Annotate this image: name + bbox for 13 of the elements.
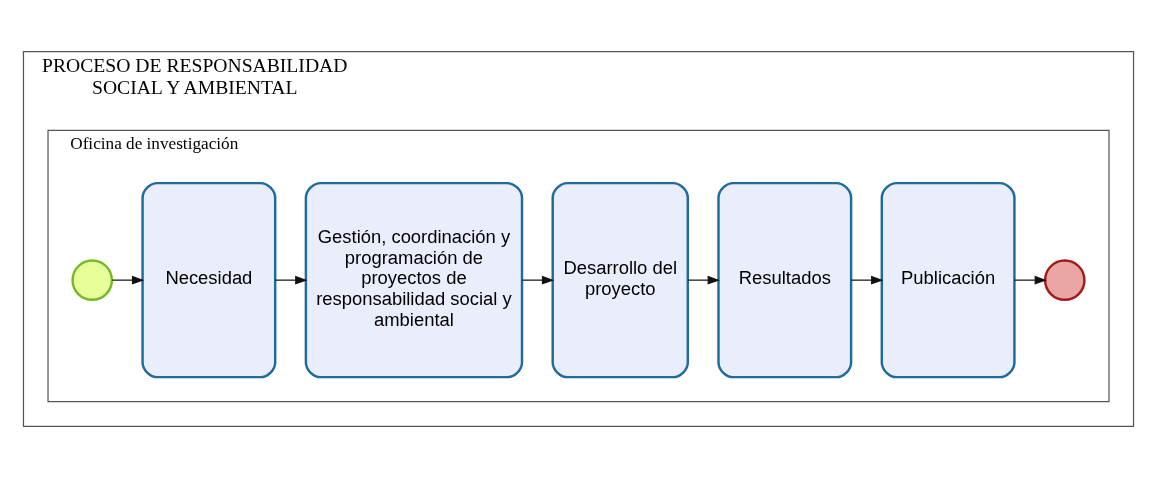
- node-box: Desarrollo del proyecto: [551, 181, 689, 378]
- node-circle: [71, 258, 114, 301]
- arrow: [274, 275, 308, 284]
- node-circle: [1043, 258, 1086, 301]
- node-box: Resultados: [717, 181, 853, 378]
- node-box: Gestión, coordinación y programación de proyectos de responsabilidad social y ambiental: [304, 181, 524, 378]
- arrow: [687, 275, 720, 284]
- arrow: [111, 275, 145, 284]
- arrow: [1013, 275, 1047, 284]
- arrow: [850, 275, 884, 284]
- arrow: [521, 275, 555, 284]
- node-box: Necesidad: [141, 181, 277, 378]
- node-box: Publicación: [880, 181, 1016, 378]
